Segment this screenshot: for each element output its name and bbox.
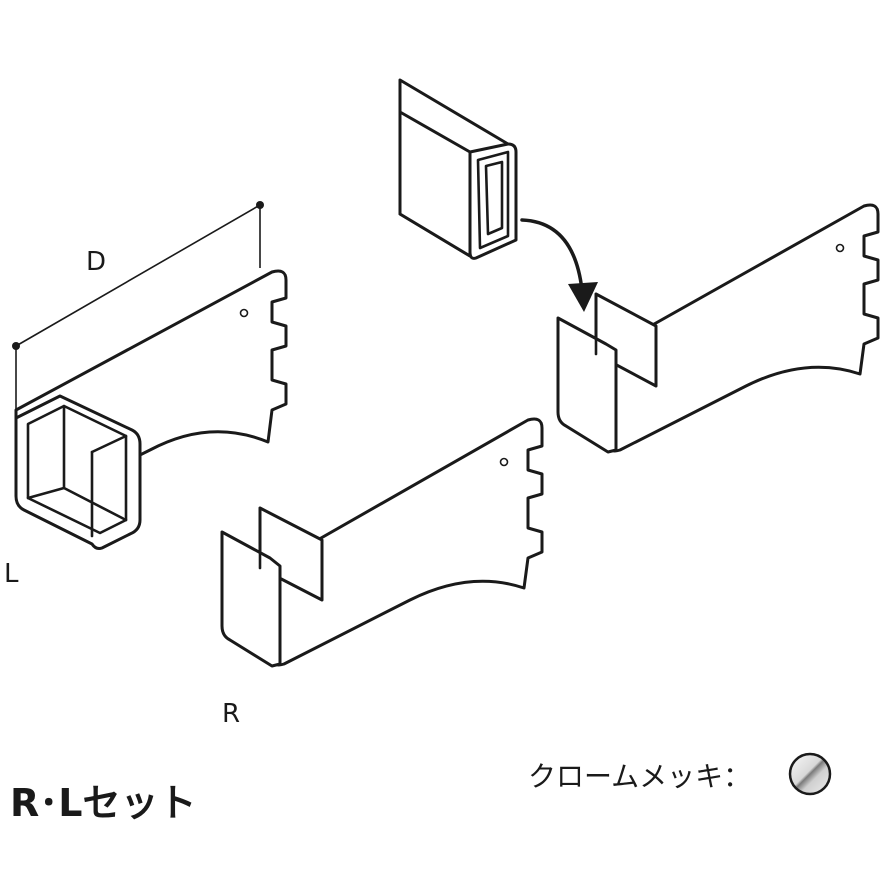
finish-label: クロームメッキ： bbox=[528, 760, 751, 793]
chrome-swatch-icon bbox=[788, 752, 832, 796]
insert-arrow-icon bbox=[520, 218, 598, 312]
label-r: R bbox=[222, 699, 240, 729]
bracket-r bbox=[220, 417, 544, 668]
label-d: D bbox=[86, 247, 106, 277]
pipe bbox=[398, 78, 518, 260]
bracket-l bbox=[12, 201, 288, 550]
dimension-d-line bbox=[12, 201, 264, 410]
set-name: R･Lセット bbox=[10, 781, 196, 825]
label-l: L bbox=[4, 559, 19, 589]
bracket-right-assembled bbox=[556, 203, 880, 454]
